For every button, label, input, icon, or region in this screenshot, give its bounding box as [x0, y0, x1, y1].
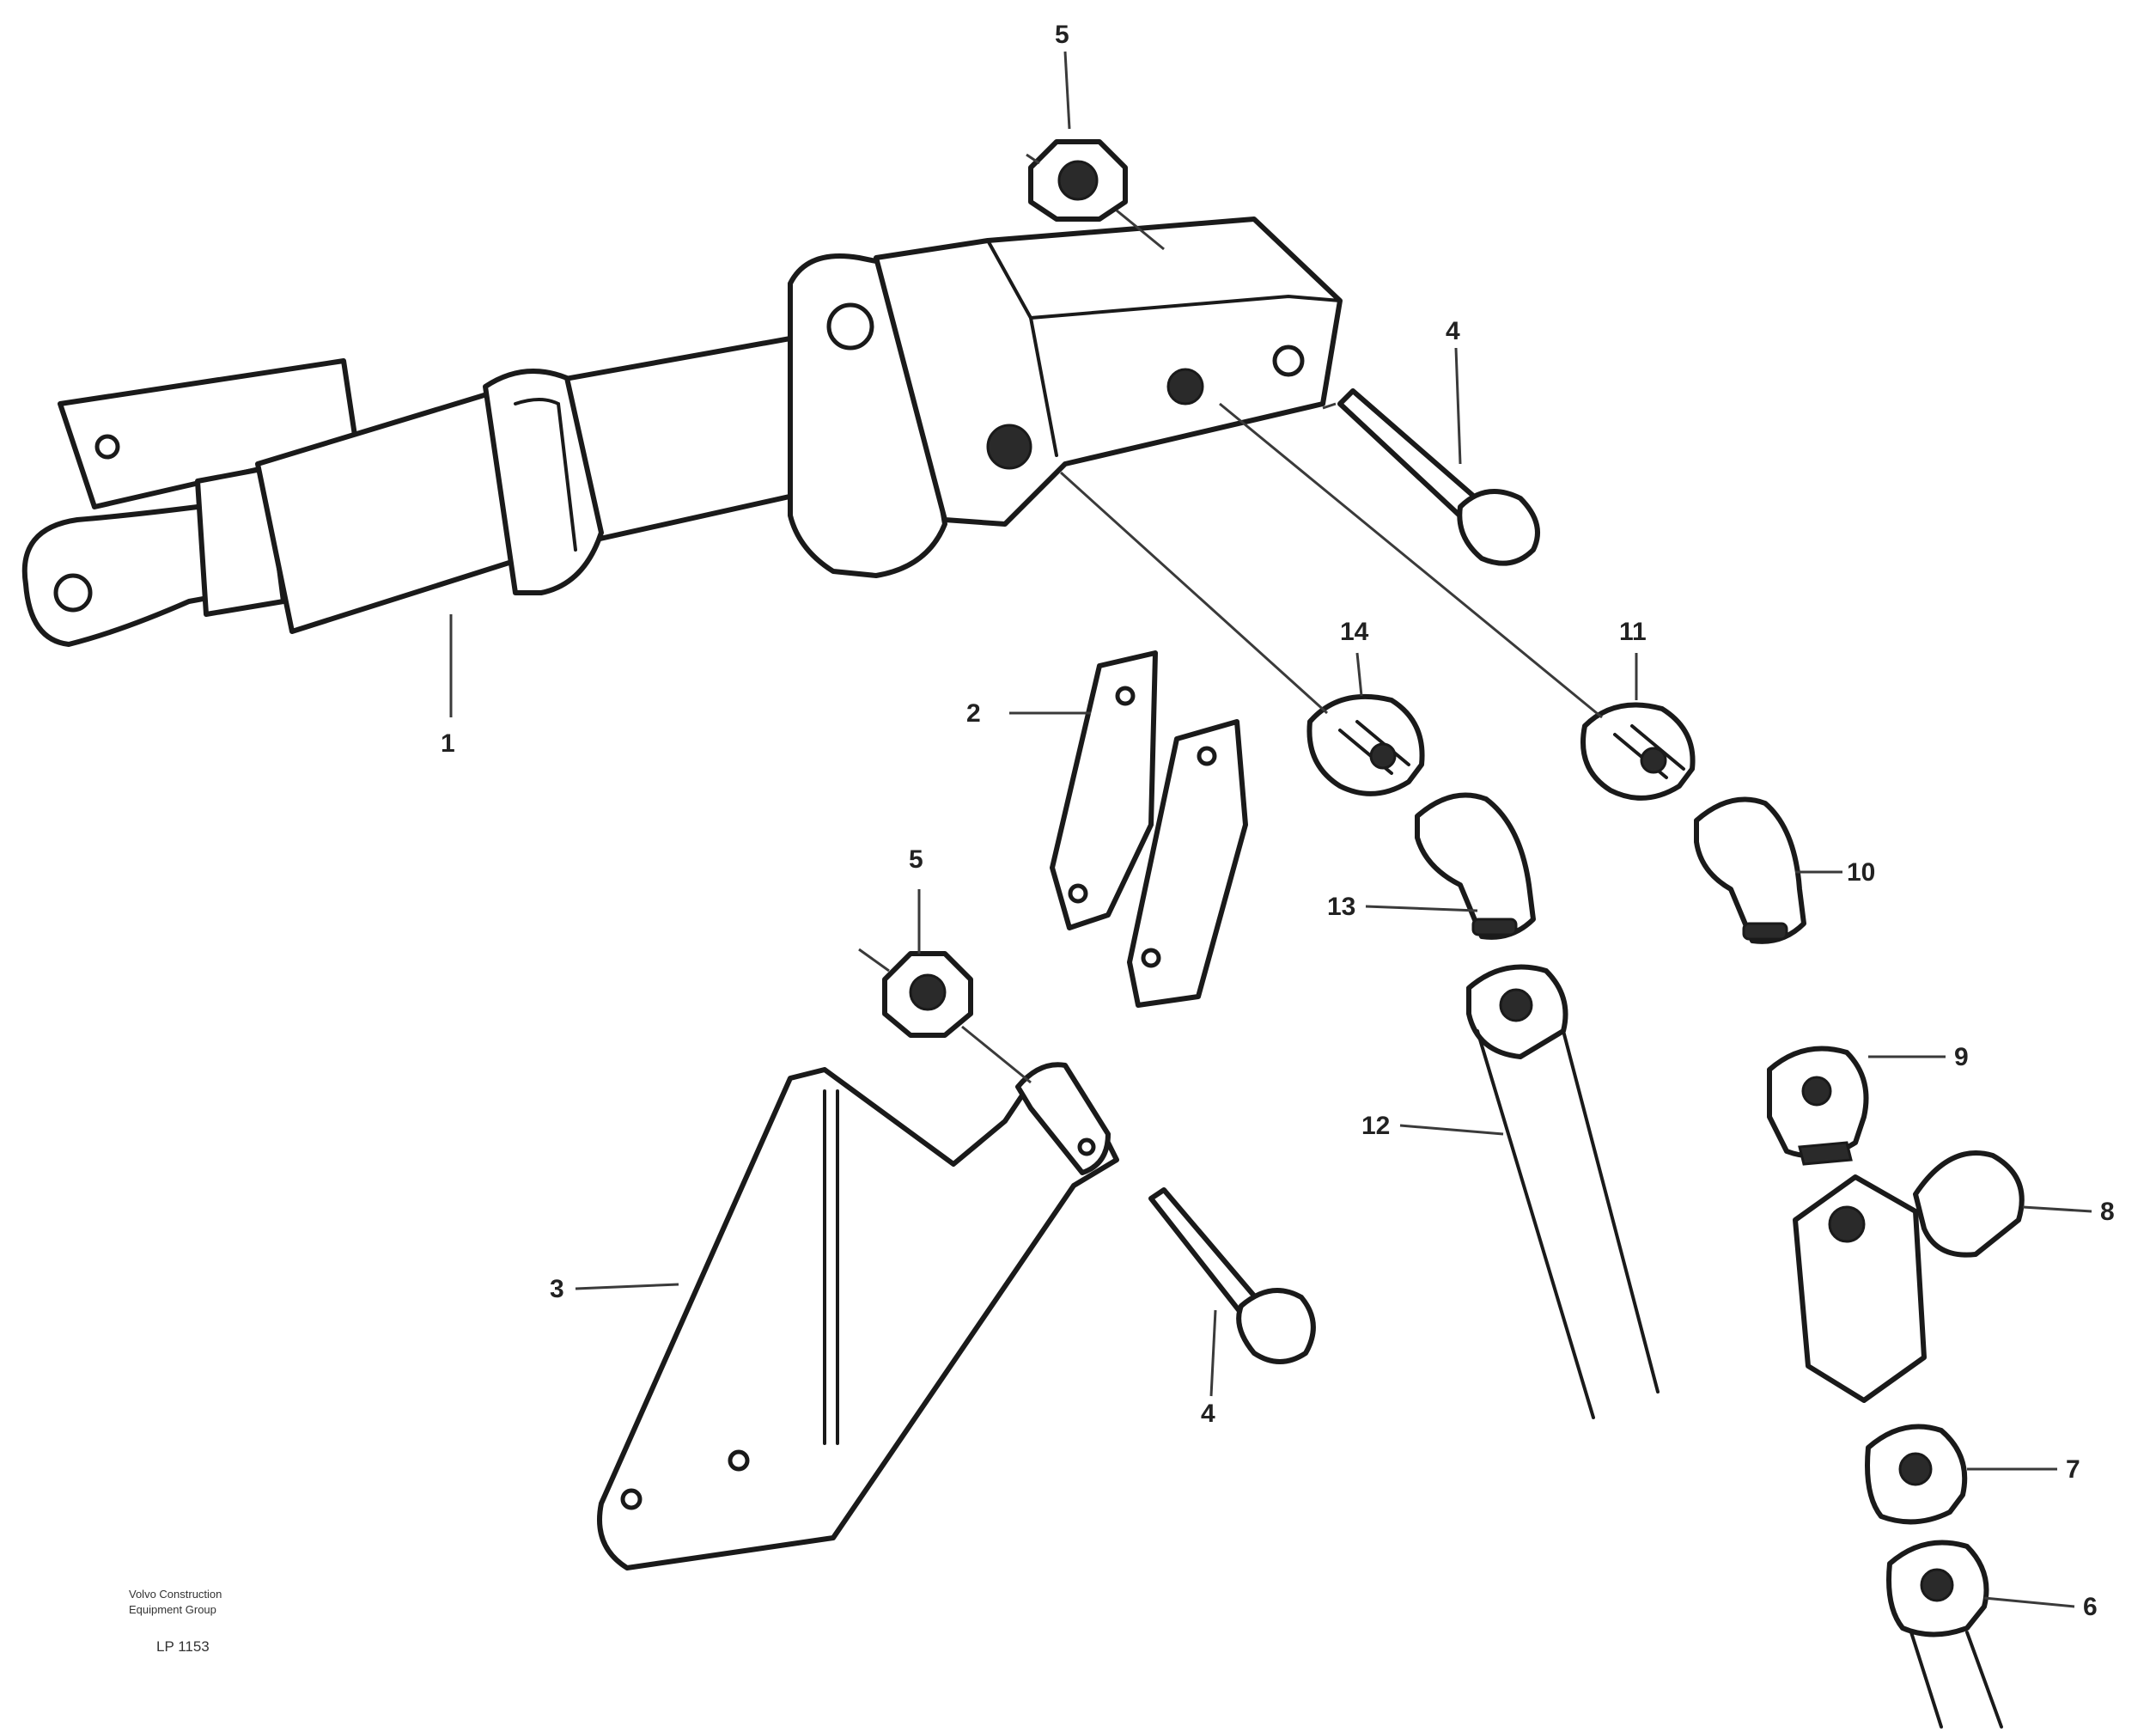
- triangular-bracket-3: [597, 1062, 1119, 1570]
- elbow-13: [1415, 792, 1536, 940]
- callout-7: 7: [2066, 1455, 2080, 1484]
- bolt-top: [1337, 388, 1540, 566]
- callout-2: 2: [966, 699, 981, 728]
- callout-5-top: 5: [1055, 21, 1069, 49]
- callout-5-lower: 5: [909, 845, 923, 874]
- footer-code: LP 1153: [156, 1638, 210, 1655]
- callout-13: 13: [1327, 893, 1355, 921]
- assembly-lines: [858, 153, 1603, 1084]
- callout-6-lower: 6: [2083, 1593, 2098, 1621]
- footer-block: Volvo Construction Equipment Group LP 11…: [129, 1588, 222, 1655]
- hose-12: [1466, 964, 1660, 1419]
- nut-lower: [882, 951, 973, 1038]
- callout-labels: 5 4 1 2 14 11 10 13 9 8 12 5 3 4 7 6: [441, 21, 2115, 1621]
- callout-4-lower: 4: [1201, 1400, 1215, 1428]
- footer-line-2: Equipment Group: [129, 1603, 216, 1616]
- callout-leaders: [449, 51, 2092, 1608]
- footer-line-1: Volvo Construction: [129, 1588, 222, 1601]
- callout-11: 11: [1619, 618, 1647, 646]
- block-8: [1793, 1150, 2025, 1403]
- hose-end-6: [1886, 1540, 2003, 1729]
- callout-1: 1: [441, 729, 455, 758]
- callout-10: 10: [1847, 858, 1875, 887]
- callout-4-top: 4: [1446, 317, 1460, 345]
- callout-9: 9: [1954, 1043, 1969, 1071]
- nipple-9: [1767, 1046, 1869, 1166]
- nut-7: [1865, 1424, 1968, 1525]
- callout-8: 8: [2100, 1198, 2115, 1226]
- callout-3: 3: [550, 1275, 564, 1303]
- bracket-plates-2: [1050, 650, 1248, 1008]
- nut-top: [1028, 139, 1128, 222]
- adapter-14: [1306, 693, 1425, 796]
- adapter-11: [1580, 702, 1696, 801]
- callout-12: 12: [1361, 1112, 1390, 1140]
- callout-14: 14: [1340, 618, 1369, 646]
- hydraulic-cylinder: [21, 216, 1343, 647]
- bolt-lower: [1148, 1187, 1316, 1364]
- elbow-10: [1694, 796, 1806, 944]
